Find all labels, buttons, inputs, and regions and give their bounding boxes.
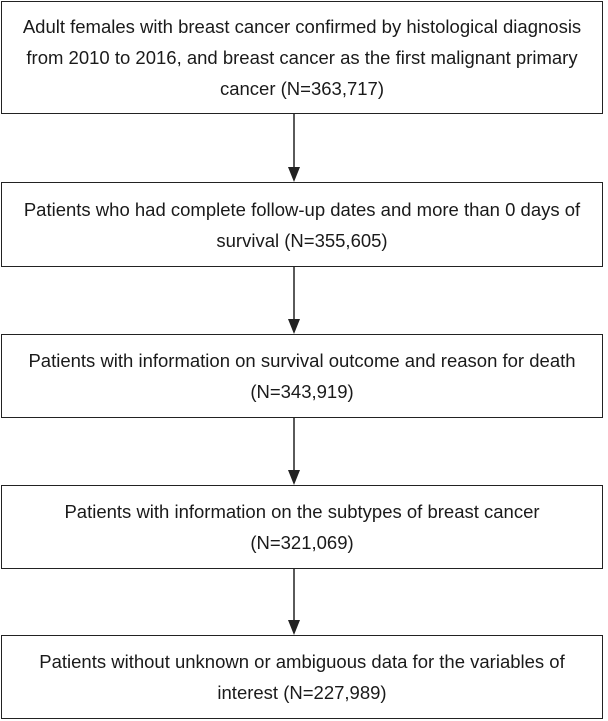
step-box-2: Patients who had complete follow-up date… [1,182,603,267]
step-text-2: Patients who had complete follow-up date… [23,198,581,251]
step-box-3: Patients with information on survival ou… [1,334,603,418]
down-arrow-icon [288,267,300,334]
down-arrow-icon [288,114,300,182]
step-box-5: Patients without unknown or ambiguous da… [1,635,603,719]
step-text-4: Patients with information on the subtype… [64,501,540,553]
step-text-3: Patients with information on survival ou… [28,350,576,402]
down-arrow-icon [288,569,300,635]
step-text-1: Adult females with breast cancer confirm… [22,16,582,99]
step-box-1: Adult females with breast cancer confirm… [1,1,603,114]
step-box-4: Patients with information on the subtype… [1,485,603,569]
step-text-5: Patients without unknown or ambiguous da… [39,651,565,703]
down-arrow-icon [288,418,300,485]
